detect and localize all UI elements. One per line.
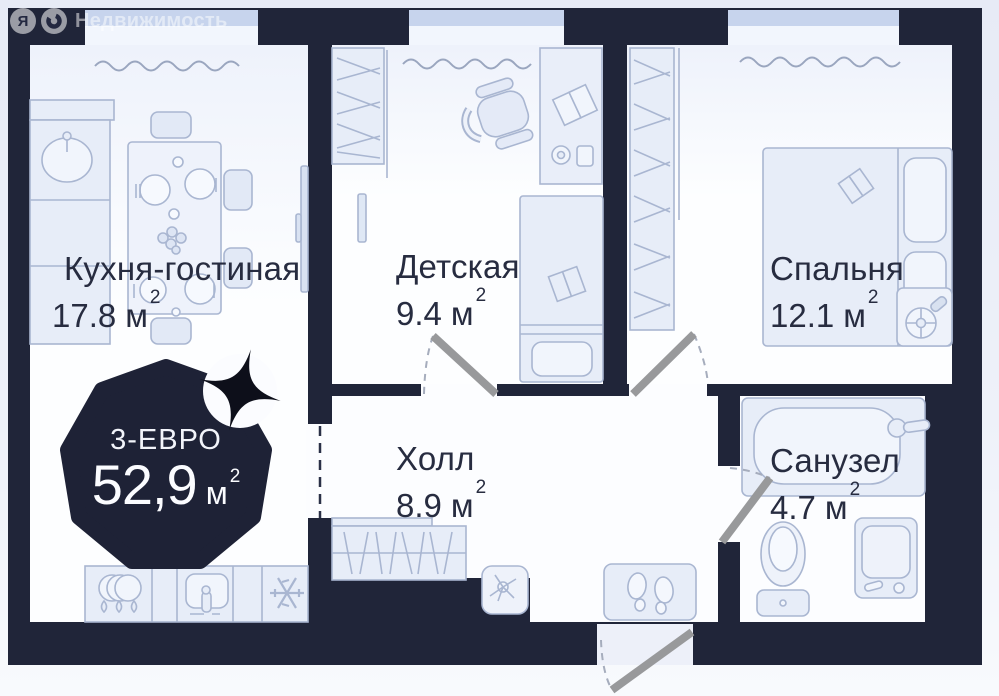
dining-table-icon <box>127 111 253 345</box>
yandex-logo-icon: Я <box>10 8 36 34</box>
kitchen-counter-bottom-icon <box>84 565 309 623</box>
stove-icon <box>98 574 142 614</box>
pillow-icon <box>531 341 593 377</box>
windows <box>85 10 899 45</box>
area-badge <box>60 349 281 569</box>
wardrobe-icon <box>331 517 467 581</box>
logo-letter: Я <box>17 12 29 30</box>
chair-icon <box>223 247 253 289</box>
desk-icon <box>539 47 603 185</box>
window-bedroom <box>728 10 899 45</box>
door-leaf <box>718 475 774 545</box>
tv-icon <box>295 165 309 293</box>
room-label-hall: Холл <box>396 440 475 477</box>
radiators <box>94 56 901 72</box>
pillow-icon <box>903 157 947 243</box>
kitchen-furniture <box>29 99 309 623</box>
bed-icon <box>519 195 604 383</box>
washing-machine-icon <box>854 517 918 599</box>
room-label-kids: Детская <box>396 248 520 285</box>
doormat-icon <box>603 563 697 621</box>
bench-icon <box>896 287 953 347</box>
room-label-bathroom: Санузел <box>770 442 900 479</box>
decor-box-icon <box>481 565 529 615</box>
radiator-icon <box>402 58 532 70</box>
chair-icon <box>150 111 192 139</box>
door-leaf <box>609 628 695 694</box>
chair-icon <box>223 169 253 211</box>
badge-type-label: 3-ЕВРО <box>110 424 222 456</box>
toilet-icon <box>756 521 810 617</box>
kitchen-counter-left-icon <box>29 99 115 345</box>
footprints-icon <box>627 572 674 615</box>
kids-furniture <box>331 47 604 383</box>
chair-icon <box>150 317 192 345</box>
window-kids <box>409 10 564 45</box>
wheel-icon <box>905 307 937 339</box>
door-leaf <box>630 331 697 397</box>
realty-ring-icon <box>46 13 62 29</box>
book-icon <box>837 167 875 205</box>
window-kitchen <box>85 10 258 45</box>
book-icon <box>551 83 599 127</box>
hall-furniture <box>331 517 697 621</box>
bedroom-furniture <box>629 47 953 347</box>
radiator-icon <box>739 56 901 68</box>
flowers-icon <box>157 226 187 255</box>
sparkle-icon <box>489 574 517 602</box>
realty-logo-icon <box>41 8 67 34</box>
door-leaf <box>430 333 499 397</box>
room-label-bedroom: Спальня <box>770 250 904 287</box>
door-leaves <box>430 331 774 694</box>
wardrobe-icon <box>629 47 680 331</box>
radiator-icon <box>94 60 240 72</box>
sink-icon <box>185 573 229 615</box>
snowflake-icon <box>270 577 304 609</box>
logo-brand: Недвижимость <box>75 9 228 32</box>
book-icon <box>547 265 587 303</box>
bedroom-door-opening <box>629 384 707 396</box>
tv-icon <box>357 193 367 243</box>
star-icon <box>199 349 281 431</box>
room-label-kitchen: Кухня-гостиная <box>64 250 301 287</box>
doors <box>318 331 774 694</box>
bathroom-furniture <box>741 397 931 617</box>
logo: Я Недвижимость <box>10 8 228 34</box>
bathtub-icon <box>741 397 931 497</box>
office-chair-icon <box>461 77 534 150</box>
wardrobe-icon <box>331 47 388 178</box>
kids-door-opening <box>421 384 497 396</box>
